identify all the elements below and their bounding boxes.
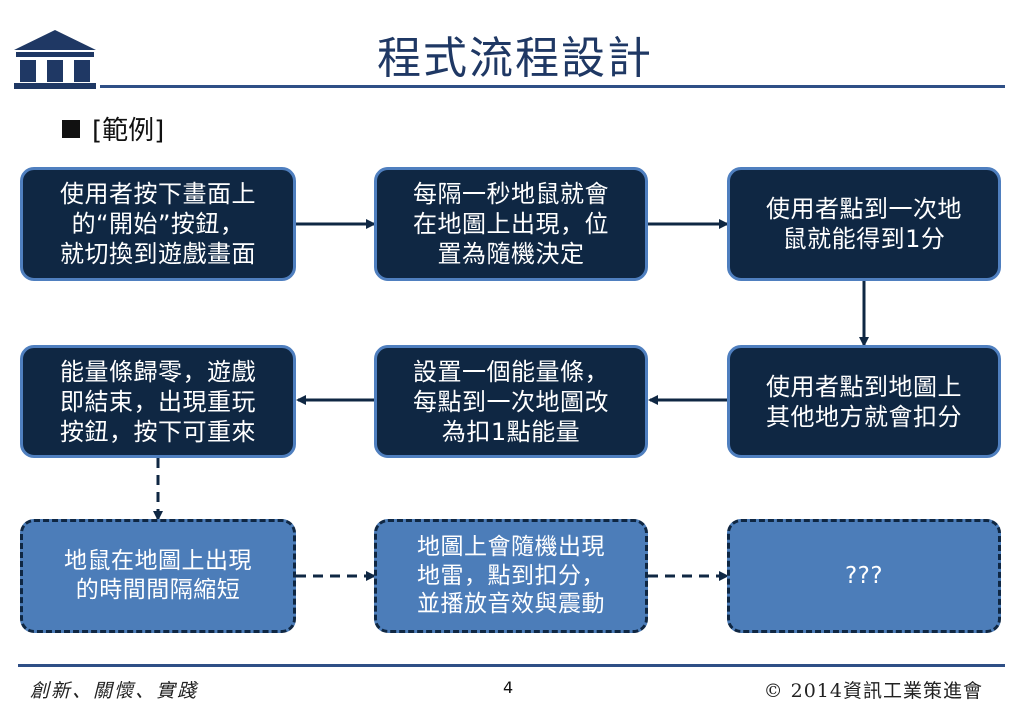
flow-box-game-over: 能量條歸零，遊戲 即結束，出現重玩 按鈕，按下可重來 [20, 345, 296, 458]
page-title: 程式流程設計 [377, 33, 653, 84]
flow-box-shorter-interval: 地鼠在地圖上出現 的時間間隔縮短 [20, 519, 296, 633]
footer-slogan: 創新、關懷、實踐 [30, 680, 199, 702]
bullet-item: [範例] [62, 110, 164, 147]
flow-box-landmines: 地圖上會隨機出現 地雷，點到扣分， 並播放音效與震動 [374, 519, 648, 633]
flow-box-energy-bar: 設置一個能量條， 每點到一次地圖改 為扣1點能量 [374, 345, 648, 458]
logo-icon [14, 30, 96, 89]
bullet-text: [範例] [92, 116, 165, 146]
title-divider [100, 85, 1005, 88]
square-bullet-icon [62, 119, 80, 138]
flow-box-mole-appears: 每隔一秒地鼠就會 在地圖上出現，位 置為隨機決定 [374, 167, 648, 281]
footer-copyright: © 2014資訊工業策進會 [763, 680, 983, 702]
flow-box-miss-penalty: 使用者點到地圖上 其他地方就會扣分 [727, 345, 1001, 458]
flow-box-score-point: 使用者點到一次地 鼠就能得到1分 [727, 167, 1001, 281]
flow-box-unknown: ??? [727, 519, 1001, 633]
flow-box-start-game: 使用者按下畫面上 的“開始”按鈕， 就切換到遊戲畫面 [20, 167, 296, 281]
footer-divider [18, 664, 1005, 667]
page-number: 4 [503, 678, 514, 697]
